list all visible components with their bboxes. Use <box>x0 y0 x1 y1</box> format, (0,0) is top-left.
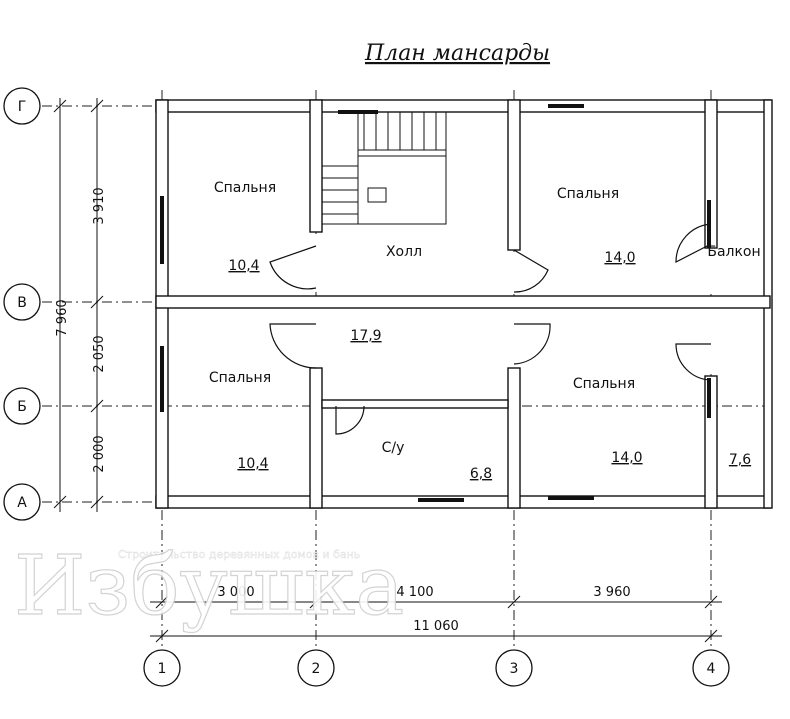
row-axis-markers: Г В Б А <box>3 87 41 521</box>
room-name: Балкон <box>707 244 760 260</box>
column-label: 3 <box>510 661 519 677</box>
dim-vertical: 2 050 <box>92 335 107 372</box>
door-openings <box>311 234 716 407</box>
dim-vertical: 3 910 <box>92 187 107 224</box>
room-name: С/у <box>382 440 405 456</box>
room-area: 14,0 <box>604 250 635 266</box>
room-area: 6,8 <box>470 466 492 482</box>
watermark-subtitle: Строительство деревянных домов и бань <box>118 548 360 561</box>
dim-vertical: 2 000 <box>92 435 107 472</box>
column-axis-markers: 1 2 3 4 <box>143 649 730 687</box>
dim-vertical-total: 7 960 <box>55 299 70 336</box>
room-area: 17,9 <box>350 328 381 344</box>
row-label: Г <box>18 99 27 115</box>
staircase <box>321 111 447 225</box>
column-label: 1 <box>158 661 167 677</box>
room-name: Спальня <box>573 376 635 392</box>
room-name: Спальня <box>557 186 619 202</box>
dim-horizontal: 4 100 <box>396 585 433 600</box>
room-area: 7,6 <box>729 452 751 468</box>
column-label: 2 <box>312 661 321 677</box>
column-label: 4 <box>707 661 716 677</box>
door-swings <box>269 223 712 435</box>
plan-title: План мансарды <box>364 41 550 66</box>
room-area: 10,4 <box>237 456 268 472</box>
row-label: В <box>17 295 27 311</box>
vertical-dimensions <box>53 98 104 512</box>
room-name: Холл <box>386 244 422 260</box>
room-name: Спальня <box>214 180 276 196</box>
row-label: А <box>17 495 27 511</box>
dim-horizontal: 3 960 <box>593 585 630 600</box>
dim-horizontal-total: 11 060 <box>413 619 459 634</box>
row-label: Б <box>17 399 27 415</box>
dim-horizontal: 3 000 <box>217 585 254 600</box>
room-name: Спальня <box>209 370 271 386</box>
room-area: 10,4 <box>228 258 259 274</box>
room-area: 14,0 <box>611 450 642 466</box>
watermark-logo: Избушка <box>14 539 404 634</box>
horizontal-dimensions <box>150 595 722 643</box>
